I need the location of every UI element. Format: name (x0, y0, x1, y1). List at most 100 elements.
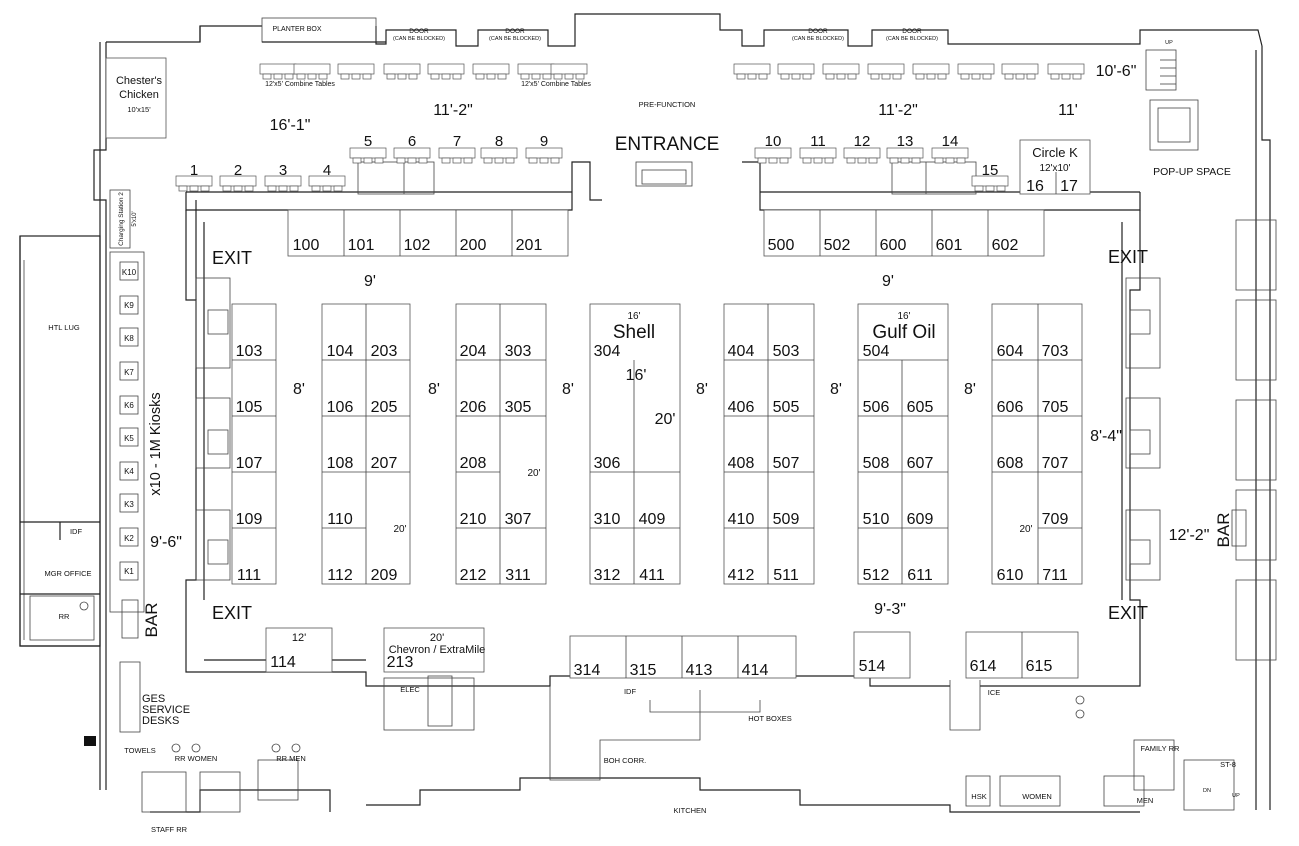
table-shape (393, 147, 431, 159)
dim-12-114: 12' (292, 632, 306, 644)
booth-number: 207 (371, 455, 398, 472)
gulf-oil-label: Gulf Oil (872, 322, 935, 343)
booth-number: 106 (327, 399, 354, 416)
booth-number: 108 (327, 455, 354, 472)
chair-shape (779, 157, 789, 164)
booth-number: 602 (992, 237, 1019, 254)
booth-number: 601 (936, 237, 963, 254)
entrance-label: ENTRANCE (615, 134, 720, 155)
chair-shape (408, 73, 418, 80)
table-number: 3 (279, 162, 287, 179)
chair-shape (452, 157, 462, 164)
stair-up-label: UP (1165, 40, 1173, 46)
booth-number: 406 (728, 399, 755, 416)
booth-outlines (105, 57, 1247, 679)
exit-label-bottom-left: EXIT (212, 603, 252, 623)
table-shape (822, 63, 860, 75)
booth-number: 503 (773, 343, 800, 360)
door-blocked-label-4: (CAN BE BLOCKED) (886, 36, 938, 42)
chair-shape (289, 185, 299, 192)
chair-shape (396, 157, 406, 164)
booth-number: 209 (371, 567, 398, 584)
booth-number: 104 (327, 343, 354, 360)
table-number: 9 (540, 133, 548, 150)
dim-9-6: 9'-6" (150, 534, 182, 551)
booth-number: 604 (997, 343, 1024, 360)
chair-shape (889, 157, 899, 164)
chesters-chicken-size: 10'x15' (127, 105, 151, 114)
chair-shape (418, 157, 428, 164)
chair-shape (407, 157, 417, 164)
chair-shape (824, 157, 834, 164)
booth-number: 709 (1042, 511, 1069, 528)
chair-shape (575, 73, 585, 80)
kiosk-k9: K9 (124, 301, 134, 310)
booth-number: 311 (505, 567, 531, 584)
dim-8-b: 8' (428, 381, 440, 398)
booth-number: 201 (516, 237, 543, 254)
table-shape (867, 63, 905, 75)
dimension-labels: 16'-1" 11'-2" 11'-2" 11' 10'-6" 9' 9' 8'… (150, 63, 1209, 644)
booth-number: 414 (742, 662, 769, 679)
family-rr-label: FAMILY RR (1141, 744, 1180, 753)
booth-number: 411 (639, 567, 665, 584)
chair-shape (278, 185, 288, 192)
charging-station-label: Charging Station 2 (118, 192, 125, 246)
pop-up-space-label: POP-UP SPACE (1153, 166, 1231, 178)
booth-number: 303 (505, 343, 532, 360)
booth-number: 208 (460, 455, 487, 472)
chair-shape (892, 73, 902, 80)
booth-number: 314 (574, 662, 601, 679)
women-label: WOMEN (1022, 792, 1052, 801)
booth-number: 111 (237, 567, 261, 584)
booth-number: 100 (293, 237, 320, 254)
kiosks-label: x10 - 1M Kiosks (148, 392, 164, 495)
chair-shape (985, 185, 995, 192)
booth-number: 304 (594, 343, 621, 360)
planter-box-label: PLANTER BOX (272, 26, 321, 33)
chair-shape (531, 73, 541, 80)
exit-label-top-left: EXIT (212, 248, 252, 268)
table-shape (337, 63, 375, 75)
table-shape (912, 63, 950, 75)
table-shape (799, 147, 837, 159)
circle-k-size: 12'x10' (1039, 163, 1070, 174)
chair-shape (397, 73, 407, 80)
booth-number: 409 (639, 511, 666, 528)
dim-10-6: 10'-6" (1096, 63, 1137, 80)
booth-number: 509 (773, 511, 800, 528)
ges-desks-label: DESKS (142, 715, 179, 727)
table-shape (259, 63, 297, 75)
chair-shape (550, 157, 560, 164)
booth-number: 203 (371, 343, 398, 360)
booth-number: 500 (768, 237, 795, 254)
outer-walls (19, 13, 1271, 813)
chair-shape (937, 73, 947, 80)
chair-shape (262, 73, 272, 80)
chair-shape (178, 185, 188, 192)
booth-number: 506 (863, 399, 890, 416)
chair-shape (758, 73, 768, 80)
chair-shape (441, 157, 451, 164)
table-number: 15 (982, 162, 999, 179)
dim-8-e: 8' (830, 381, 842, 398)
table-number: 11 (810, 133, 826, 150)
chair-shape (956, 157, 966, 164)
dim-11-2-right: 11'-2" (878, 102, 918, 119)
table-shape (550, 63, 588, 75)
door-blocked-label-1: (CAN BE BLOCKED) (393, 36, 445, 42)
chair-shape (296, 73, 306, 80)
booth-numbers: 100 101 102 200 201 500 502 600 601 602 … (236, 237, 1069, 679)
chair-shape (1072, 73, 1082, 80)
booth-number: 508 (863, 455, 890, 472)
bar-label-left: BAR (142, 603, 161, 638)
chair-shape (960, 73, 970, 80)
chair-shape (747, 73, 757, 80)
chair-shape (284, 73, 294, 80)
charging-station-size: 5'x10' (132, 211, 138, 226)
table-shape (480, 147, 518, 159)
dim-11-2-left: 11'-2" (433, 102, 473, 119)
chair-shape (900, 157, 910, 164)
chair-shape (846, 157, 856, 164)
chevron-size-label: 20' (430, 632, 444, 644)
